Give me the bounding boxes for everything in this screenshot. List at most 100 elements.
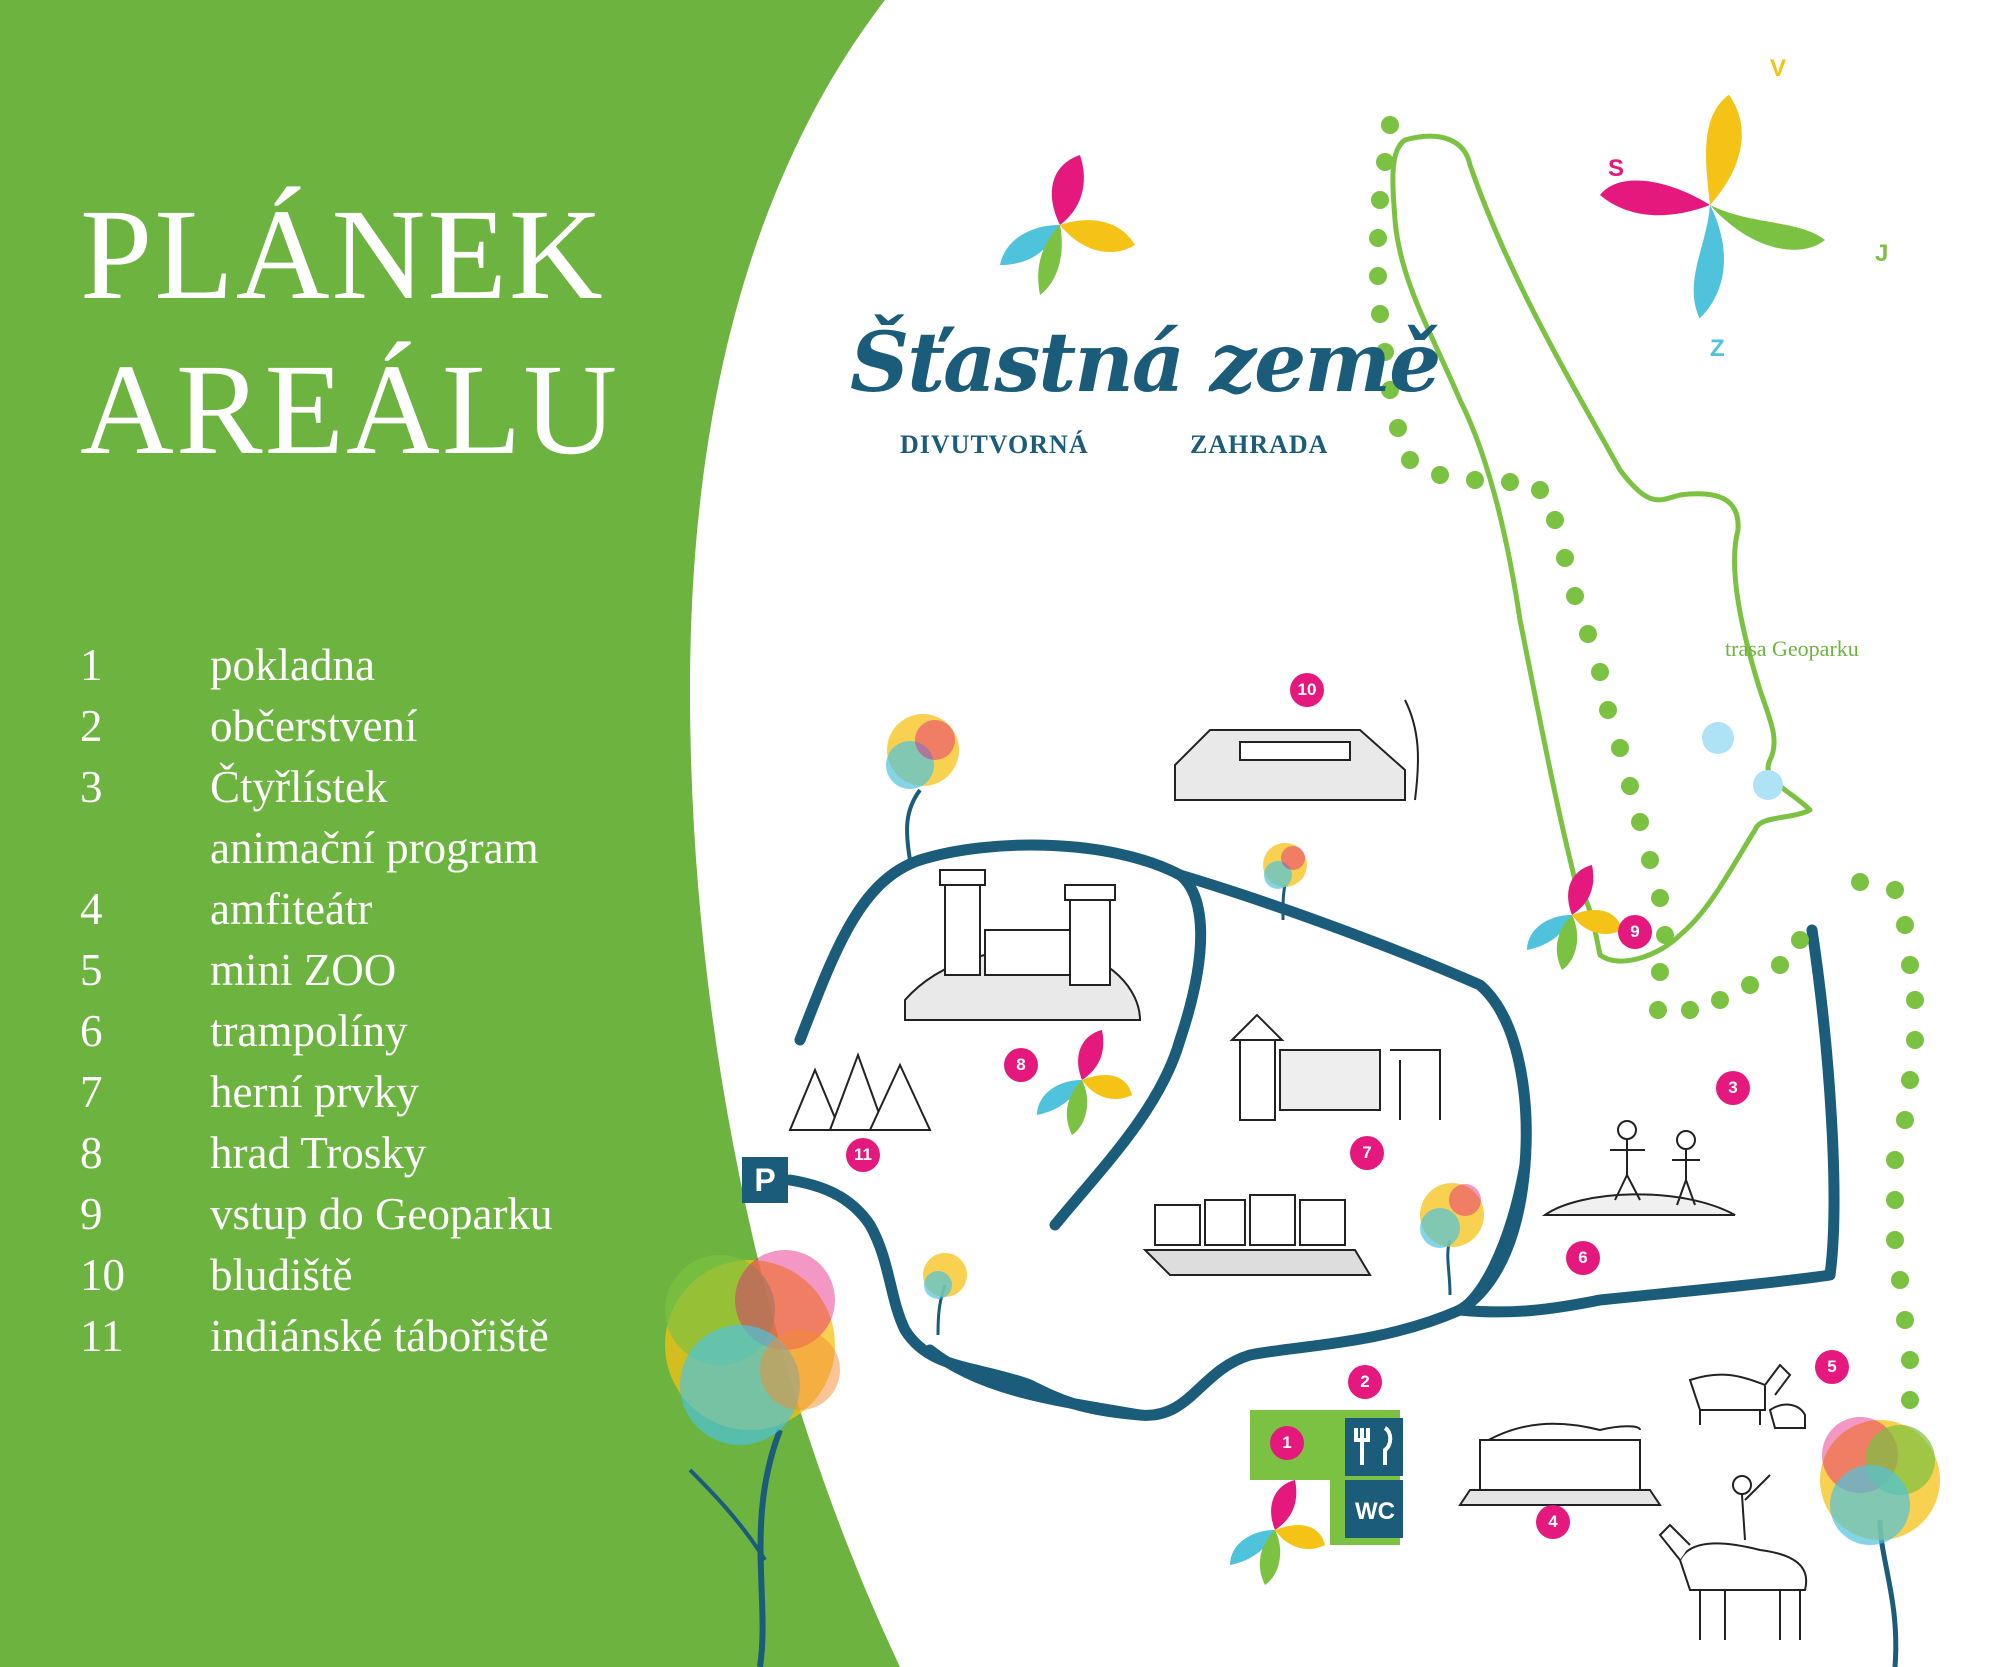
marker-label-2[interactable]: 2	[1360, 1372, 1370, 1391]
leaf-icon-9	[1527, 865, 1622, 970]
legend-number: 1	[80, 640, 103, 690]
legend-item: 7 herní prvky	[80, 1062, 552, 1123]
legend-label: herní prvky	[210, 1067, 419, 1117]
marker-5	[1815, 1350, 1849, 1384]
tree-big-right	[1820, 1417, 1940, 1667]
goats-sketch	[1688, 1363, 1806, 1429]
playground-sketch	[1229, 1013, 1441, 1121]
marker-11	[846, 1138, 880, 1172]
legend-number: 11	[80, 1311, 124, 1361]
leaf-icon-1	[1230, 1480, 1325, 1585]
road-east	[1454, 924, 1840, 1318]
legend-label: mini ZOO	[210, 945, 397, 995]
marker-label-1[interactable]: 1	[1282, 1433, 1292, 1452]
legend-label: bludiště	[210, 1250, 353, 1300]
compass-south-label: Z	[1710, 335, 1725, 362]
road-inner-2	[1454, 1159, 1531, 1316]
legend-item: animační program	[80, 818, 552, 879]
logo-subtitle-right: ZAHRADA	[1190, 430, 1329, 459]
fork-knife-icon	[1354, 1426, 1393, 1465]
compass-west-label: S	[1608, 155, 1625, 182]
marker-8	[1004, 1048, 1038, 1082]
legend-label: občerstvení	[210, 701, 418, 751]
legend-item: 10 bludiště	[80, 1245, 552, 1306]
marker-label-4[interactable]: 4	[1548, 1512, 1558, 1531]
legend-item: 5 mini ZOO	[80, 940, 552, 1001]
castle-sketch	[904, 869, 1142, 1021]
geopark-route	[1390, 133, 1813, 964]
marker-label-9[interactable]: 9	[1630, 922, 1640, 941]
marker-label-7[interactable]: 7	[1362, 1143, 1372, 1162]
wc-label[interactable]: WC	[1355, 1498, 1395, 1525]
tree-small-1	[886, 714, 959, 861]
legend-number: 2	[80, 701, 103, 751]
logo-title: Šťastná země	[850, 315, 1441, 411]
legend-label: animační program	[210, 823, 539, 873]
marker-6	[1566, 1241, 1600, 1275]
legend-label: Čtyřlístek	[210, 762, 388, 812]
legend-item: 2 občerstvení	[80, 696, 552, 757]
compass-rose	[1600, 94, 1825, 319]
legend: 1 pokladna 2 občerstvení 3 Čtyřlístek anima…	[80, 635, 552, 1367]
legend-item: 11 indiánské tábořiště	[80, 1306, 552, 1367]
marker-label-11[interactable]: 11	[854, 1145, 872, 1164]
food-square	[1345, 1418, 1403, 1476]
marker-label-10[interactable]: 10	[1297, 680, 1317, 699]
maze-sketch	[1174, 699, 1419, 801]
green-panel	[0, 0, 900, 1667]
geopark-label: trasa Geoparku	[1725, 636, 1859, 661]
marker-2	[1348, 1365, 1382, 1399]
legend-label: indiánské tábořiště	[210, 1311, 549, 1361]
markers	[846, 673, 1849, 1539]
legend-number: 8	[80, 1128, 103, 1178]
legend-number: 9	[80, 1189, 103, 1239]
title-line-1: PLÁNEK	[80, 183, 605, 327]
trampoline-sketch	[1541, 1120, 1736, 1216]
road-network	[784, 839, 1840, 1421]
legend-item: 3 Čtyřlístek	[80, 757, 552, 818]
legend-number: 6	[80, 1006, 103, 1056]
title-line-2: AREÁLU	[80, 338, 620, 482]
stage-sketch	[1458, 1422, 1662, 1506]
marker-label-8[interactable]: 8	[1016, 1055, 1026, 1074]
marker-9	[1618, 915, 1652, 949]
teepee-sketch	[788, 1052, 932, 1131]
parking-label[interactable]: P	[754, 1162, 776, 1198]
road-inner-1	[1049, 869, 1207, 1231]
tree-small-3	[923, 1253, 967, 1336]
tree-big-left	[665, 1250, 840, 1667]
road-south-branch	[924, 1344, 1146, 1421]
marker-label-6[interactable]: 6	[1578, 1248, 1588, 1267]
houses-sketch	[1142, 1194, 1372, 1276]
marker-label-3[interactable]: 3	[1728, 1078, 1738, 1097]
legend-item: 1 pokladna	[80, 635, 552, 696]
legend-label: amfiteátr	[210, 884, 373, 934]
marker-label-5[interactable]: 5	[1827, 1357, 1837, 1376]
pond	[1702, 722, 1734, 754]
marker-1	[1270, 1426, 1304, 1460]
marker-3	[1716, 1071, 1750, 1105]
legend-item: 9 vstup do Geoparku	[80, 1184, 552, 1245]
tree-small-4	[1420, 1183, 1484, 1296]
legend-label: pokladna	[210, 640, 375, 690]
legend-number: 3	[80, 762, 103, 812]
legend-item: 8 hrad Trosky	[80, 1123, 552, 1184]
logo-leaves	[1000, 155, 1135, 295]
geopark-dots	[1369, 116, 1924, 1409]
legend-number: 10	[80, 1250, 125, 1300]
wc-square	[1345, 1480, 1403, 1538]
legend-item: 6 trampolíny	[80, 1001, 552, 1062]
legend-number: 5	[80, 945, 103, 995]
legend-number: 7	[80, 1067, 103, 1117]
legend-label: hrad Trosky	[210, 1128, 427, 1178]
marker-4	[1536, 1505, 1570, 1539]
pond	[1753, 770, 1783, 800]
marker-10	[1290, 673, 1324, 707]
legend-label: trampolíny	[210, 1006, 408, 1056]
compass-east-label: J	[1875, 240, 1889, 267]
legend-label: vstup do Geoparku	[210, 1189, 553, 1239]
leaf-icon-8	[1037, 1030, 1132, 1135]
